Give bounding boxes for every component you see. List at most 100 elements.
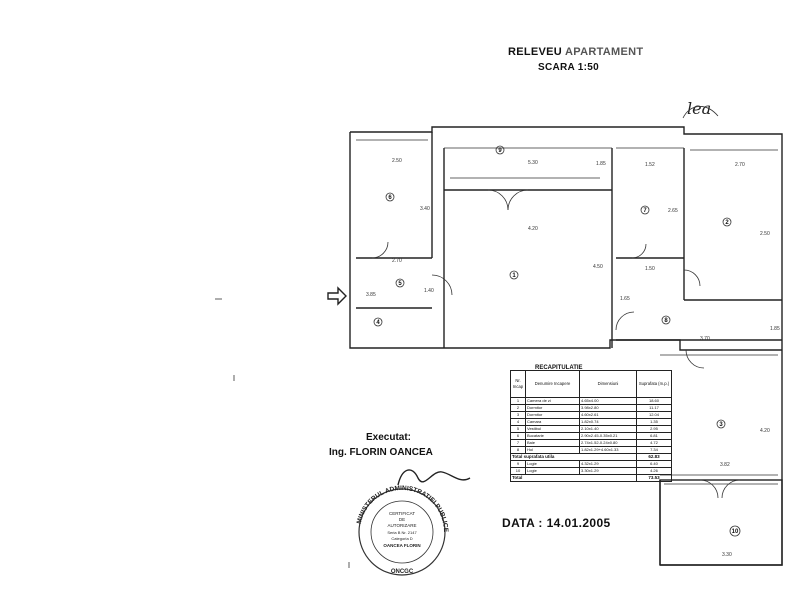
room-labels: 6 9 1 7 2 5 4 8 3 10 [373,145,741,537]
cell-total-value: 73.53 [636,474,672,482]
dim-label: 2.65 [668,208,678,214]
dim-label: 1.40 [424,288,434,294]
cell-area: 6.81 [636,432,672,440]
dim-label: 2.50 [760,231,770,237]
cell-nr: 3 [510,411,526,419]
cell-dims: 3.98x2.80 [579,404,637,412]
dim-label: 1.65 [620,296,630,302]
room-label-8: 8 [664,318,668,324]
cell-area: 4.26 [636,467,672,475]
dim-label: 2.70 [735,162,745,168]
engineer-name: Ing. FLORIN OANCEA [329,447,433,458]
cell-dims: 3.30x1.29 [579,467,637,475]
plan-scale: SCARA 1:50 [538,62,599,73]
cell-nr: 5 [510,425,526,433]
room-label-9: 9 [498,148,502,154]
cell-nr: 7 [510,439,526,447]
plan-title: RELEVEU APARTAMENT [508,46,643,58]
dim-label: 2.70 [392,258,402,264]
interior-walls [356,132,782,476]
dim-label: 2.50 [392,158,402,164]
cell-nr: 10 [510,467,526,475]
cell-area: 18.60 [636,397,672,405]
door-swings [371,189,741,499]
dim-label: 1.85 [596,161,606,167]
outer-walls [349,126,783,566]
cell-name: Vestibul [525,425,580,433]
cell-name: Bucatarie [525,432,580,440]
recap-title: RECAPITULATIE [535,365,583,371]
plan-title-part2: APARTAMENT [565,46,644,58]
stamp-line: AUTORIZARE [388,523,417,528]
recap-table: Nr. Incap Denumire Incapere Dimensiuni S… [510,370,672,482]
cell-name: Camera de zi [525,397,580,405]
recap-header-name: Denumire Incapere [525,370,580,398]
dim-label: 4.50 [593,264,603,270]
cell-total-label: Total [510,474,637,482]
cell-area: 1.35 [636,418,672,426]
cell-name: Hol [525,446,580,454]
dim-label: 3.30 [722,552,732,558]
executed-label: Executat: [366,432,412,443]
cell-name: Dormitor [525,404,580,412]
stamp-line: Seria B Nr. 2147 [387,530,417,535]
cell-dims: 4.60x2.61 [579,411,637,419]
recap-header-area: Suprafata (m.p.) [636,370,672,398]
cell-area: 7.34 [636,446,672,454]
cell-area: 6.40 [636,460,672,468]
room-label-1: 1 [512,273,516,279]
cell-name: Camara [525,418,580,426]
dimension-labels: 5.30 4.20 4.50 1.85 1.52 2.65 2.70 2.50 … [366,158,780,558]
signature-mark-stroke [682,106,719,119]
cell-name: Baie [525,439,580,447]
cell-dims: 4.65x4.00 [579,397,637,405]
room-label-4: 4 [376,320,380,326]
room-label-6: 6 [388,195,392,201]
cell-area: 4.72 [636,439,672,447]
room-label-5: 5 [398,281,402,287]
recap-header-dims: Dimensiuni [579,370,637,398]
dim-label: 1.50 [645,266,655,272]
dim-label: 5.30 [528,160,538,166]
room-label-10: 10 [732,529,739,535]
dim-label: 1.52 [645,162,655,168]
dim-label: 4.20 [528,226,538,232]
cell-name: Dormitor [525,411,580,419]
dim-label: 4.20 [760,428,770,434]
dim-label: 1.85 [770,326,780,332]
dim-label: 3.40 [420,206,430,212]
dim-label: 3.85 [366,292,376,298]
stamp-bottom-text: ONCGC [391,569,414,575]
cell-nr: 4 [510,418,526,426]
cell-area: 12.04 [636,411,672,419]
stamp-line: CERTIFICAT [389,511,415,516]
plan-title-part1: RELEVEU [508,46,563,58]
recap-header-nr: Nr. Incap [510,370,526,398]
cell-nr: 6 [510,432,526,440]
cell-total-value: 62.83 [636,453,672,461]
dim-label: 3.70 [700,336,710,342]
cell-name: Logie [525,467,580,475]
cell-total-label: Total suprafata utila [510,453,637,461]
recap-header-row: Nr. Incap Denumire Incapere Dimensiuni S… [510,370,672,398]
cell-dims: 2.74x1.52-0.24x0.80 [579,439,637,447]
cell-name: Logie [525,460,580,468]
room-label-7: 7 [643,208,647,214]
authorization-stamp: MINISTERUL ADMINISTRATIEI PUBLICE CERTIF… [356,485,449,576]
cell-nr: 8 [510,446,526,454]
room-label-3: 3 [719,422,723,428]
cell-dims: 1.82x0.74 [579,418,637,426]
cell-nr: 2 [510,404,526,412]
stamp-line: Categoria D [391,536,412,541]
cell-nr: 9 [510,460,526,468]
signature-mark: lea [687,99,711,118]
